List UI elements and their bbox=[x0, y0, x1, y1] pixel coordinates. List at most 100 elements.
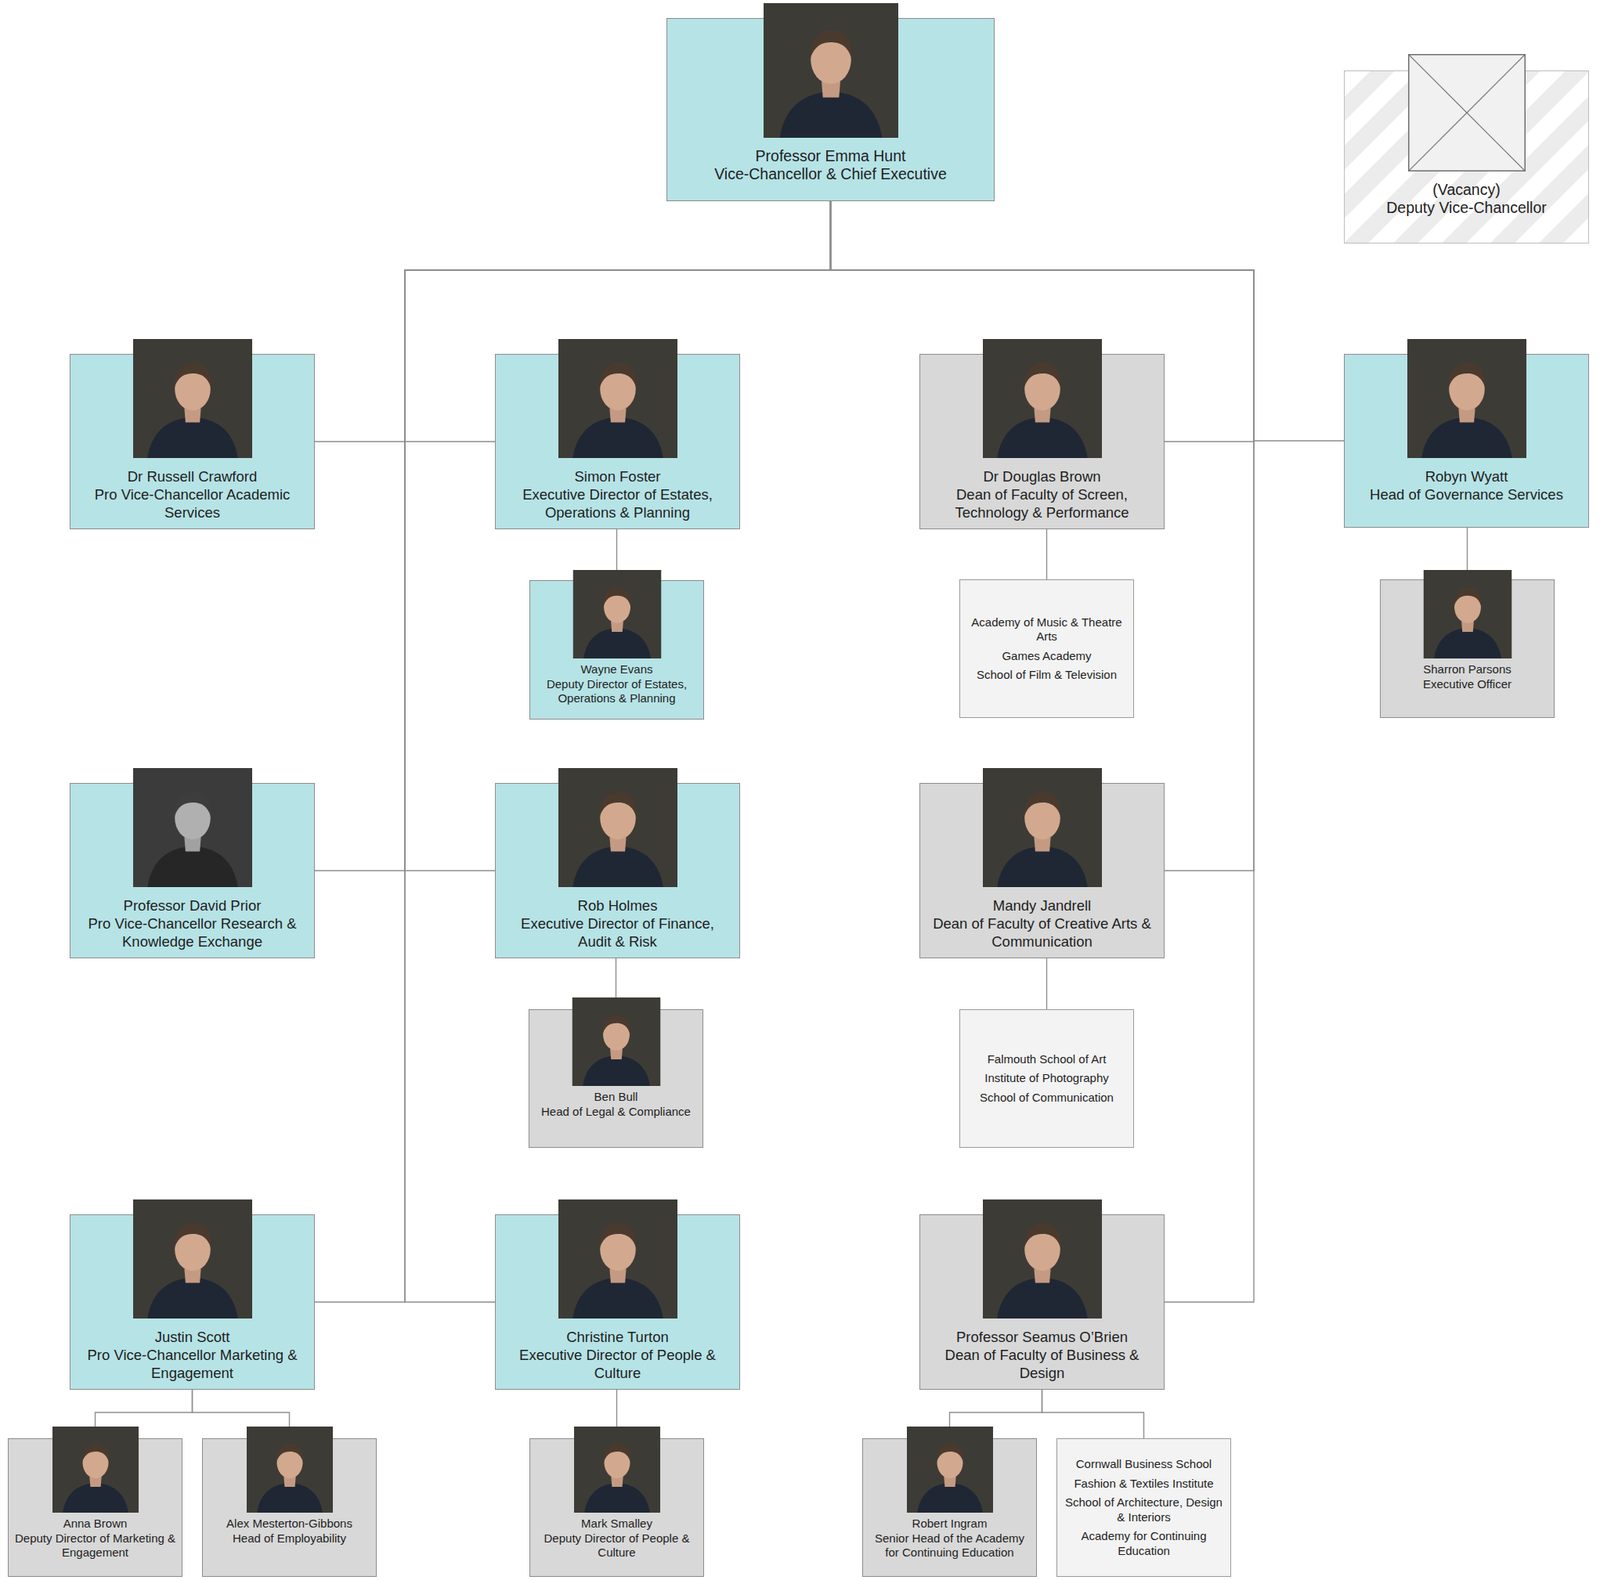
portrait-body bbox=[62, 1484, 129, 1514]
person-card: Robyn WyattHead of Governance Services bbox=[1343, 339, 1590, 528]
portrait-hair bbox=[1453, 588, 1481, 607]
card-text: Robyn WyattHead of Governance Services bbox=[1343, 339, 1590, 512]
portrait-ground bbox=[52, 1426, 139, 1514]
portrait-photo bbox=[1407, 339, 1527, 459]
reporting-line bbox=[404, 201, 831, 442]
portrait-hair bbox=[174, 1223, 211, 1247]
person-name: Sharron Parsons bbox=[1384, 662, 1550, 678]
card-text: Academy of Music & Theatre ArtsGames Aca… bbox=[959, 603, 1135, 696]
person-name: Professor Emma Hunt bbox=[674, 147, 987, 166]
portrait-body bbox=[1421, 417, 1513, 459]
portrait-figure bbox=[558, 339, 678, 459]
portrait-ground bbox=[574, 1426, 661, 1514]
portrait-figure bbox=[982, 768, 1102, 888]
person-card: Dr Russell CrawfordPro Vice-Chancellor A… bbox=[69, 339, 315, 530]
person-card: Dr Douglas BrownDean of Faculty of Scree… bbox=[919, 339, 1165, 530]
person-card: Ben BullHead of Legal & Compliance bbox=[528, 997, 704, 1149]
person-card: Alex Mesterton-GibbonsHead of Employabil… bbox=[202, 1426, 377, 1578]
portrait-ground bbox=[982, 1199, 1102, 1319]
unit-name: School of Architecture, Design & Interio… bbox=[1064, 1495, 1224, 1525]
portrait-figure bbox=[906, 1426, 994, 1514]
portrait-ground bbox=[133, 339, 253, 459]
role-title: Senior Head of the Academy for Continuin… bbox=[866, 1531, 1033, 1561]
reporting-line bbox=[830, 201, 1255, 442]
person-name: Ben Bull bbox=[533, 1090, 699, 1106]
card-text: Simon FosterExecutive Director of Estate… bbox=[494, 339, 741, 530]
portrait-hair bbox=[602, 1015, 629, 1034]
portrait-figure bbox=[572, 570, 661, 659]
portrait-photo bbox=[133, 768, 253, 888]
portrait-ground bbox=[558, 1199, 678, 1319]
person-name: Professor David Prior bbox=[77, 896, 307, 915]
portrait-figure bbox=[763, 3, 899, 138]
portrait-photo bbox=[982, 768, 1102, 888]
role-title: Dean of Faculty of Screen, Technology & … bbox=[927, 485, 1157, 522]
role-title: Pro Vice-Chancellor Academic Services bbox=[77, 485, 307, 522]
person-name: Rob Holmes bbox=[502, 896, 733, 915]
card-text: Professor Emma HuntVice-Chancellor & Chi… bbox=[666, 3, 995, 184]
role-title: Head of Governance Services bbox=[1351, 485, 1582, 504]
person-name: Anna Brown bbox=[12, 1516, 178, 1532]
portrait-photo bbox=[982, 1199, 1102, 1319]
role-title: Pro Vice-Chancellor Research & Knowledge… bbox=[77, 914, 307, 951]
portrait-photo bbox=[572, 570, 661, 659]
role-title: Executive Director of Estates, Operation… bbox=[502, 485, 733, 522]
portrait-hair bbox=[603, 588, 630, 607]
portrait-hair bbox=[599, 791, 636, 816]
card-text: Justin ScottPro Vice-Chancellor Marketin… bbox=[69, 1199, 315, 1391]
portrait-hair bbox=[810, 29, 852, 57]
portrait-body bbox=[572, 846, 664, 888]
reporting-line bbox=[404, 201, 831, 1303]
unit-name: Games Academy bbox=[967, 649, 1127, 665]
portrait-hair bbox=[599, 1223, 636, 1247]
person-card: Christine TurtonExecutive Director of Pe… bbox=[494, 1199, 741, 1391]
portrait-body bbox=[147, 1278, 239, 1319]
person-card: Wayne EvansDeputy Director of Estates, O… bbox=[529, 570, 705, 720]
portrait-ground bbox=[1407, 339, 1527, 459]
portrait-ground bbox=[133, 1199, 253, 1319]
role-title: Executive Director of People & Culture bbox=[502, 1346, 733, 1383]
portrait-photo bbox=[982, 339, 1102, 459]
portrait-body bbox=[779, 92, 882, 138]
portrait-ground bbox=[572, 570, 661, 659]
portrait-photo bbox=[133, 339, 253, 459]
unit-name: Fashion & Textiles Institute bbox=[1064, 1477, 1224, 1492]
portrait-ground bbox=[246, 1426, 333, 1514]
reporting-line bbox=[1046, 958, 1048, 1010]
portrait-ground bbox=[558, 339, 678, 459]
placeholder-cross bbox=[1408, 54, 1526, 172]
card-text: Professor Seamus O’BrienDean of Faculty … bbox=[919, 1199, 1165, 1391]
role-title: Head of Legal & Compliance bbox=[533, 1105, 699, 1120]
reporting-line bbox=[616, 1390, 618, 1427]
portrait-figure bbox=[982, 1199, 1102, 1319]
person-name: Mark Smalley bbox=[534, 1516, 700, 1532]
portrait-figure bbox=[133, 1199, 253, 1319]
portrait-hair bbox=[603, 1444, 630, 1462]
portrait-body bbox=[996, 417, 1088, 459]
person-name: Wayne Evans bbox=[534, 662, 700, 678]
person-name: Professor Seamus O’Brien bbox=[927, 1328, 1157, 1347]
vacancy-placeholder bbox=[1408, 54, 1526, 172]
portrait-body bbox=[917, 1484, 983, 1514]
person-name: Robyn Wyatt bbox=[1351, 467, 1582, 486]
unit-name: Cornwall Business School bbox=[1064, 1457, 1224, 1473]
person-name: Dr Russell Crawford bbox=[77, 467, 307, 486]
portrait-photo bbox=[763, 3, 899, 138]
portrait-figure bbox=[558, 768, 678, 888]
person-card: Justin ScottPro Vice-Chancellor Marketin… bbox=[69, 1199, 315, 1391]
reporting-line bbox=[1466, 527, 1468, 571]
reporting-line bbox=[1042, 1390, 1145, 1439]
portrait-figure bbox=[52, 1426, 139, 1514]
portrait-photo bbox=[558, 768, 678, 888]
portrait-photo bbox=[558, 1199, 678, 1319]
portrait-body bbox=[572, 417, 664, 459]
portrait-ground bbox=[982, 339, 1102, 459]
portrait-figure bbox=[558, 1199, 678, 1319]
person-card: Anna BrownDeputy Director of Marketing &… bbox=[7, 1426, 183, 1578]
portrait-body bbox=[996, 846, 1088, 888]
person-card: Mark SmalleyDeputy Director of People & … bbox=[529, 1426, 705, 1578]
portrait-hair bbox=[1024, 1223, 1061, 1247]
card-text: Sharron ParsonsExecutive Officer bbox=[1379, 570, 1555, 697]
